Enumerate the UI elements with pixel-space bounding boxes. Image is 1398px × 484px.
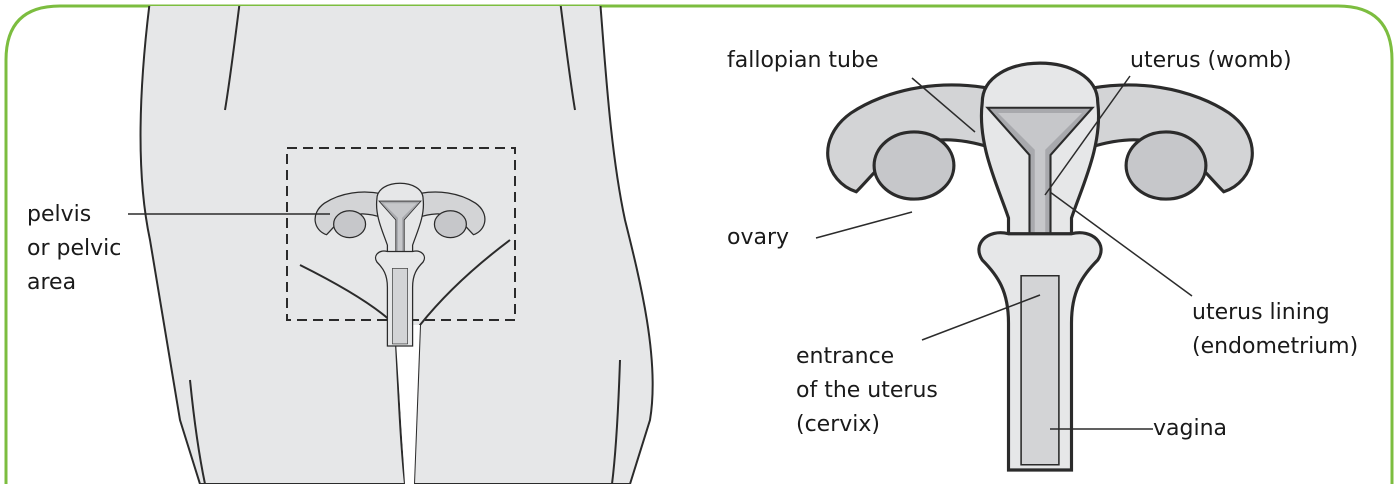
label-uterus-lining-line-1: uterus lining [1192,296,1358,330]
label-uterus-lining: uterus lining (endometrium) [1192,296,1358,364]
label-ovary: ovary [727,221,789,255]
label-vagina: vagina [1153,412,1227,446]
label-pelvis-line-2: or pelvic [27,232,121,266]
label-cervix-line-1: entrance [796,340,938,374]
label-uterus-womb: uterus (womb) [1130,44,1292,78]
label-fallopian-tube: fallopian tube [727,44,878,78]
label-pelvis-line-3: area [27,266,121,300]
label-pelvis: pelvis or pelvic area [27,198,121,300]
label-cervix: entrance of the uterus (cervix) [796,340,938,442]
label-pelvis-line-1: pelvis [27,198,121,232]
label-uterus-lining-line-2: (endometrium) [1192,330,1358,364]
label-cervix-line-2: of the uterus [796,374,938,408]
label-cervix-line-3: (cervix) [796,408,938,442]
